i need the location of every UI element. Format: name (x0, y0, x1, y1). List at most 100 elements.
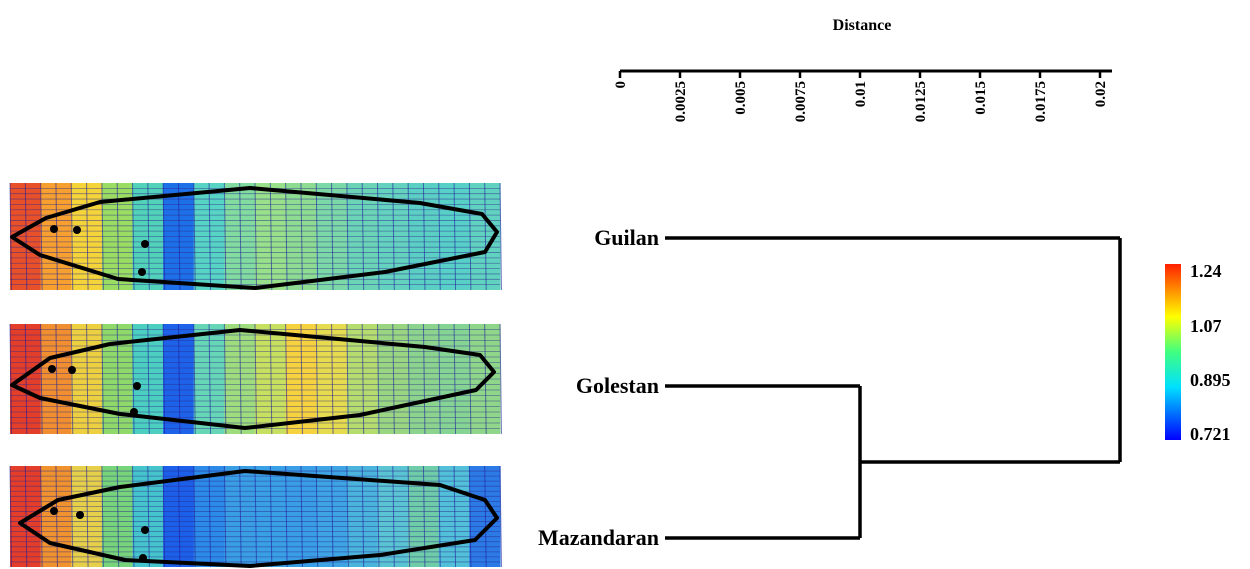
grid-line (331, 323, 334, 435)
grid-line (499, 182, 502, 291)
color-scale-label-upper: 1.07 (1190, 316, 1222, 336)
grid-line (162, 323, 166, 435)
landmark-dot (73, 226, 81, 234)
axis-tick-label: 0 (613, 81, 629, 89)
axis-tick-label: 0.0075 (793, 81, 809, 122)
grid-line (438, 182, 441, 291)
grid-line (223, 182, 227, 291)
landmark-dot (139, 554, 147, 562)
color-scale-bar (1165, 264, 1181, 440)
deformation-grid-golestan (9, 323, 502, 435)
axis-tick-label: 0.005 (733, 81, 749, 115)
grid-line (193, 323, 196, 435)
color-scale-label-lower: 0.895 (1190, 370, 1231, 390)
landmark-dot (50, 507, 58, 515)
grid-line (162, 182, 166, 291)
grid-line (40, 465, 43, 568)
axis-tick-label: 0.0125 (913, 81, 929, 122)
grid-line (300, 323, 303, 435)
deformation-grid-mazandaran (9, 465, 502, 568)
dendrogram-leaf-labels: Guilan Golestan Mazandaran (538, 225, 659, 550)
body-outline (10, 328, 496, 430)
grid-line (24, 323, 28, 435)
grid-line (101, 465, 104, 568)
landmark-dot (68, 366, 76, 374)
grid-line (269, 182, 273, 291)
grid-line (285, 182, 288, 291)
grid-line (484, 182, 487, 291)
grid-line (55, 323, 58, 435)
deformation-grids (9, 182, 502, 568)
grid-line (407, 323, 411, 435)
grid-line (300, 182, 303, 291)
grid-line (177, 182, 181, 291)
axis-tick-label: 0.02 (1093, 81, 1109, 107)
grid-line (484, 465, 487, 568)
grid-line (331, 182, 334, 291)
leaf-label-mazandaran: Mazandaran (538, 525, 659, 550)
color-scale-label-min: 0.721 (1190, 424, 1231, 444)
landmark-dot (141, 240, 149, 248)
leaf-label-guilan: Guilan (594, 225, 659, 250)
grid-line (285, 465, 288, 568)
grid-line (499, 323, 502, 435)
grid-line (269, 323, 273, 435)
grid-line (177, 465, 181, 568)
axis-tick-label: 0.01 (853, 81, 869, 107)
grid-line (86, 182, 89, 291)
landmark-dot (50, 225, 58, 233)
grid-line (468, 323, 472, 435)
body-outline (10, 186, 499, 290)
grid-line (453, 465, 457, 568)
grid-line (24, 465, 28, 568)
color-scale-label-max: 1.24 (1190, 261, 1222, 281)
grid-line (315, 323, 319, 435)
axis-tick-label: 0.0025 (673, 81, 689, 122)
grid-line (361, 182, 365, 291)
grid-line (40, 182, 43, 291)
grid-line (315, 465, 319, 568)
grid-line (55, 182, 58, 291)
axis-ticks: 0 0.0025 0.005 0.0075 0.01 0.0125 0.015 0.0175 0… (613, 69, 1112, 122)
grid-line (208, 465, 212, 568)
grid-line (285, 323, 288, 435)
grid-line (377, 465, 380, 568)
grid-line (453, 182, 457, 291)
grid-line (193, 182, 196, 291)
grid-line (208, 323, 212, 435)
grid-line (346, 182, 349, 291)
grid-line (422, 323, 426, 435)
grid-line (468, 465, 472, 568)
landmark-dot (138, 268, 146, 276)
distance-axis: Distance 0 0.0025 0.005 0.0075 0.01 0.0125 0.0… (613, 17, 1112, 122)
grid-line (315, 182, 319, 291)
axis-tick-label: 0.0175 (1033, 81, 1049, 122)
grid-line (438, 323, 441, 435)
grid-line (239, 323, 242, 435)
grid-line (499, 465, 502, 568)
grid-line (254, 182, 257, 291)
grid-line (9, 465, 12, 568)
grid-line (9, 323, 12, 435)
grid-line (254, 465, 257, 568)
landmark-dot (141, 526, 149, 534)
leaf-label-golestan: Golestan (576, 373, 659, 398)
grid-line (453, 323, 457, 435)
grid-line (70, 182, 74, 291)
grid-line (70, 323, 74, 435)
grid-line (254, 323, 257, 435)
landmark-dot (48, 365, 56, 373)
grid-line (239, 182, 242, 291)
grid-line (101, 323, 104, 435)
grid-line (468, 182, 472, 291)
color-scale: 1.24 1.07 0.895 0.721 (1165, 261, 1231, 444)
grid-line (422, 182, 426, 291)
body-outline (18, 469, 499, 568)
landmark-dot (76, 511, 84, 519)
grid-line (70, 465, 74, 568)
landmark-dot (130, 408, 138, 416)
axis-tick-label: 0.015 (973, 81, 989, 115)
axis-title: Distance (833, 17, 892, 34)
grid-line (193, 465, 196, 568)
grid-line (269, 465, 273, 568)
